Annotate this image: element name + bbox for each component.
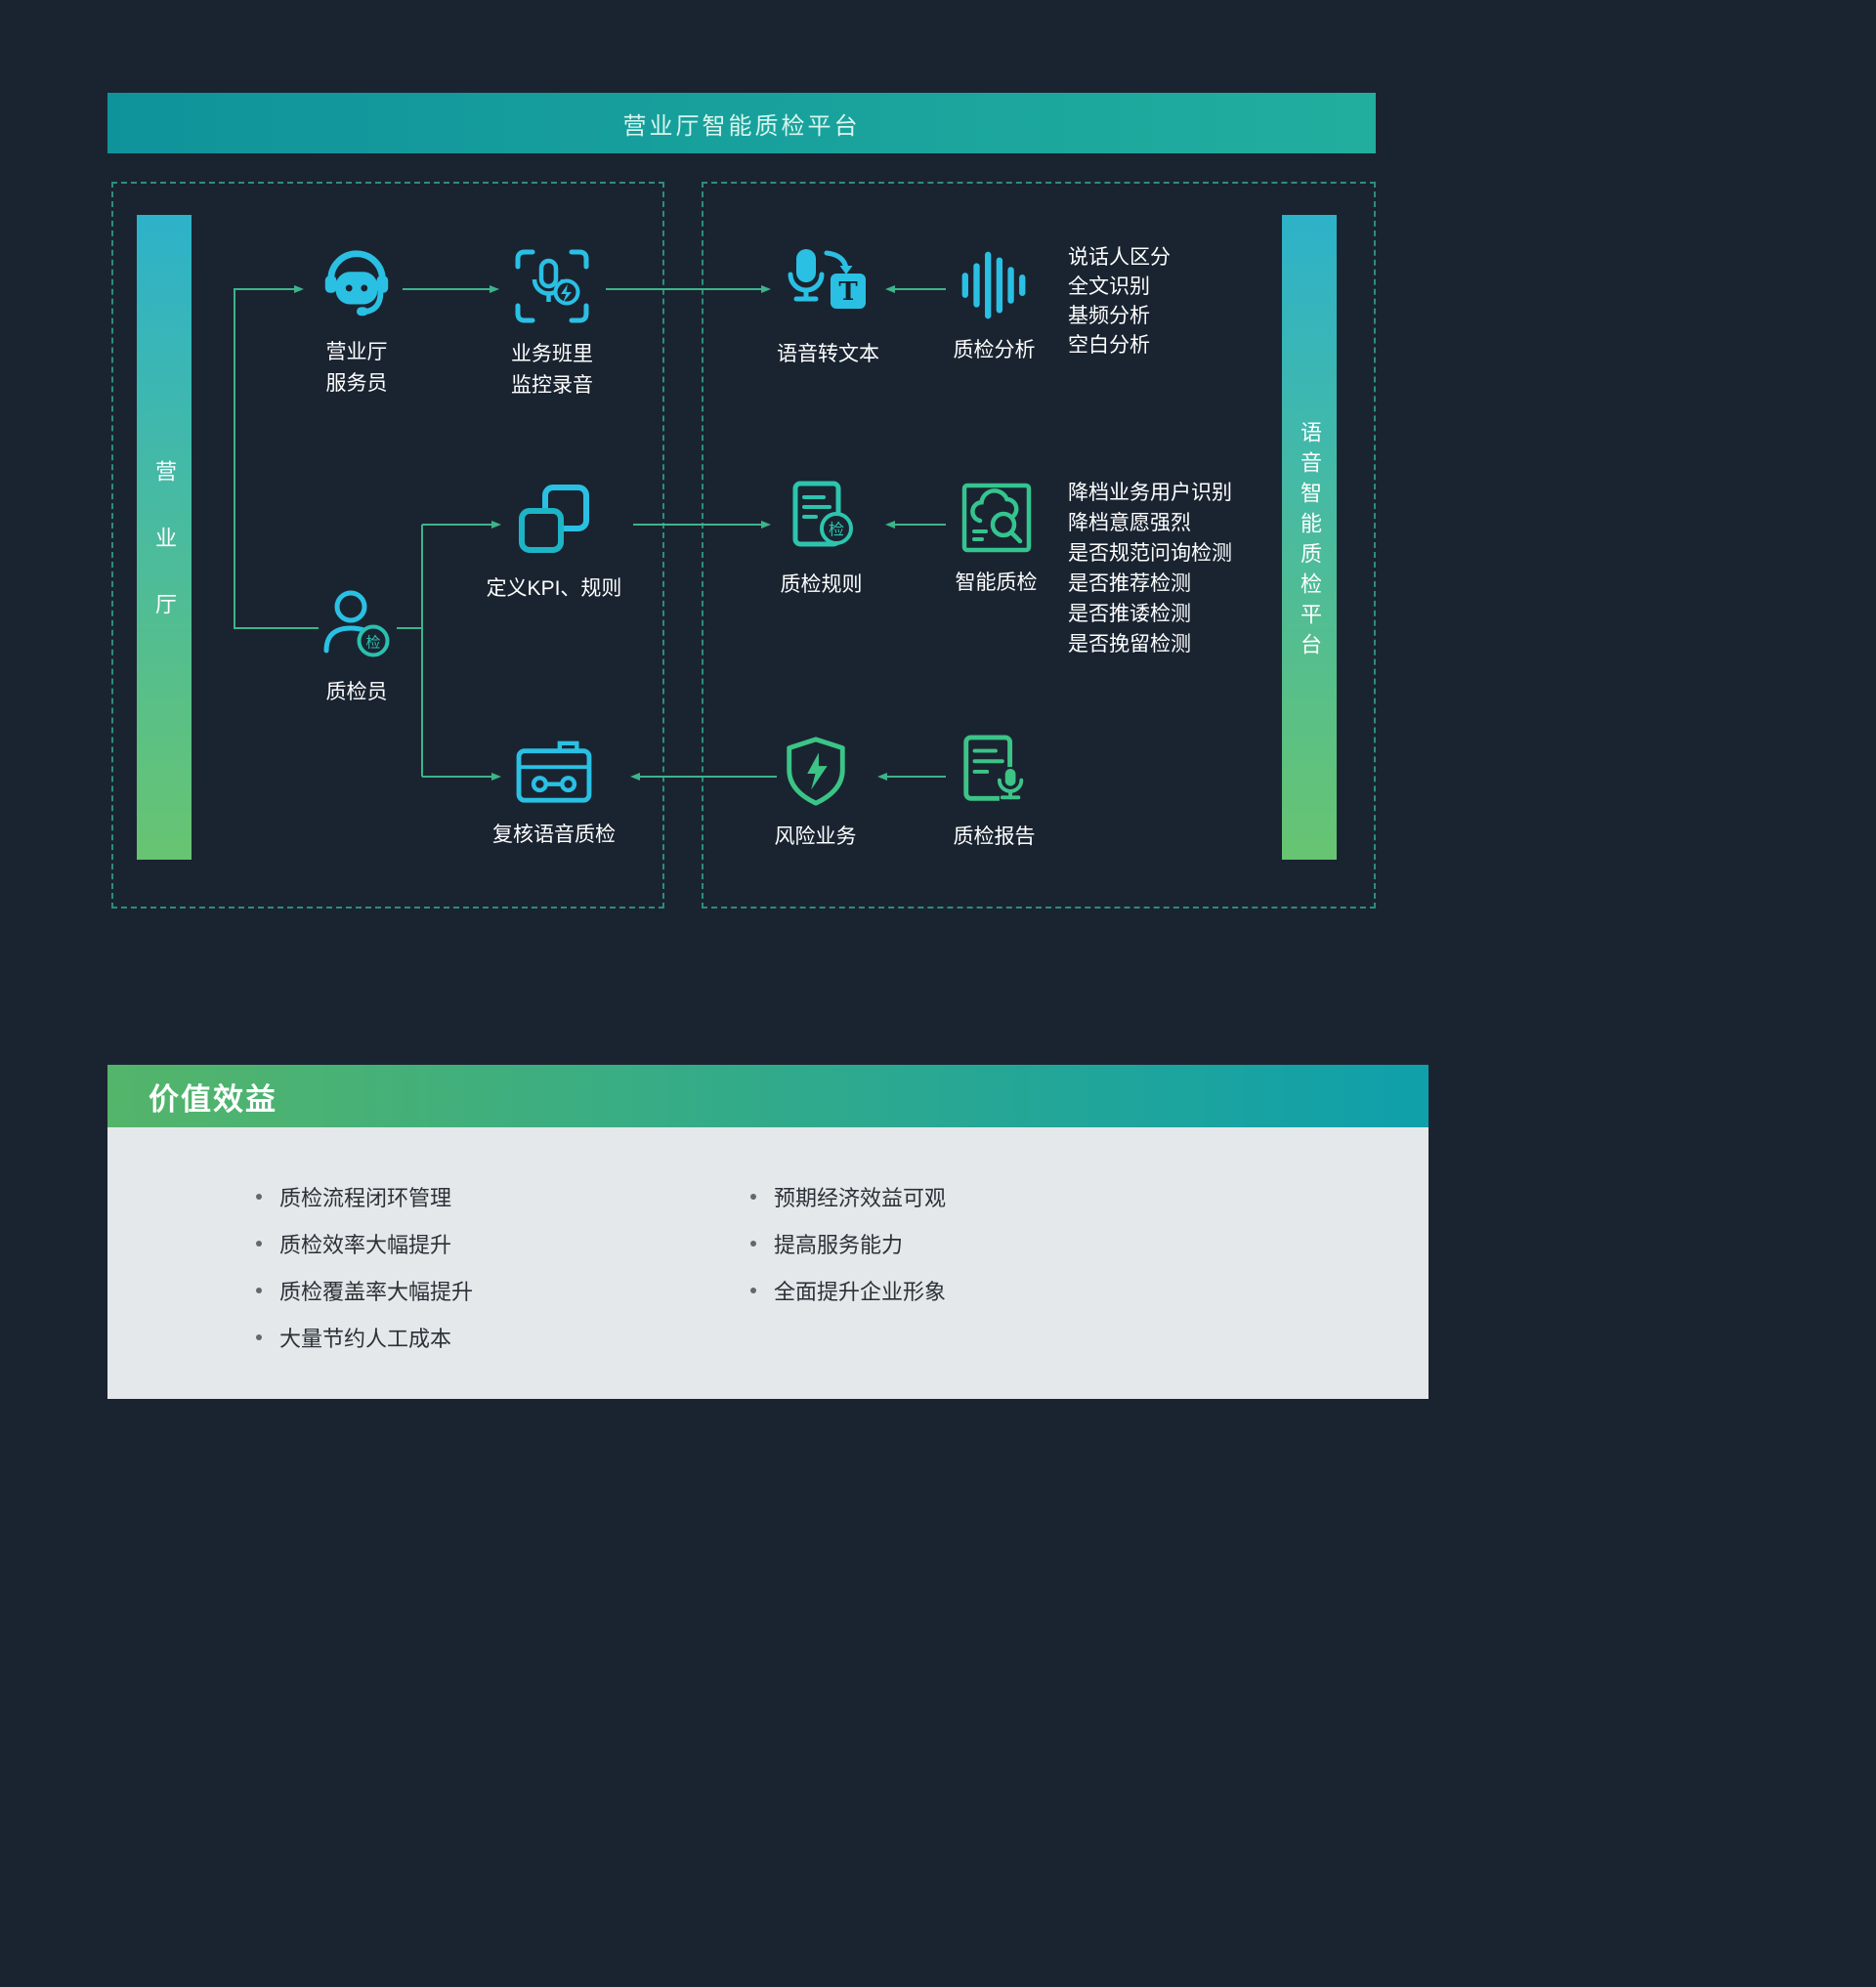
rules-badge-glyph: 检 <box>828 522 843 539</box>
feature-line: 空白分析 <box>1068 334 1150 357</box>
node-qc-rules: 检 质检规则 <box>760 479 882 601</box>
business-hall-sidebar: 营业厅 <box>137 215 192 860</box>
list-item: 质检流程闭环管理 <box>256 1184 473 1210</box>
feature-line: 是否推诿检测 <box>1068 603 1191 625</box>
report-mic-icon <box>962 735 1024 804</box>
node-review-voice-qc: 复核语音质检 <box>471 739 637 851</box>
node-quality-inspector: 检 质检员 <box>293 584 420 708</box>
benefit-text: 全面提升企业形象 <box>774 1280 947 1304</box>
smart-qc-feature-list: 降档业务用户识别 降档意愿强烈 是否规范问询检测 是否推荐检测 是否推诿检测 是… <box>1068 478 1232 659</box>
node-qc-report: 质检报告 <box>933 733 1055 853</box>
node-label-review: 复核语音质检 <box>492 824 616 846</box>
node-label-kpi: 定义KPI、规则 <box>486 577 622 600</box>
bullet-dot <box>750 1194 756 1200</box>
node-smart-qc: 智能质检 <box>935 481 1057 599</box>
inspector-person-icon: 检 <box>323 590 390 657</box>
node-label-attendant: 营业厅 服务员 <box>325 341 388 395</box>
bullet-dot <box>256 1288 262 1293</box>
feature-line: 降档业务用户识别 <box>1068 482 1232 504</box>
node-define-kpi-rules: 定义KPI、规则 <box>476 483 632 605</box>
mic-scan-frame-icon <box>515 249 589 323</box>
node-label-smart-qc: 智能质检 <box>955 571 1038 594</box>
shield-bolt-icon <box>786 737 845 806</box>
node-label-qc-report: 质检报告 <box>953 825 1036 848</box>
node-label-qc-analysis: 质检分析 <box>953 339 1036 361</box>
benefit-text: 质检效率大幅提升 <box>279 1233 452 1257</box>
benefits-header: 价值效益 <box>107 1065 1428 1127</box>
bullet-dot <box>256 1241 262 1247</box>
platform-title: 营业厅智能质检平台 <box>622 112 861 140</box>
recorder-machine-icon <box>516 740 592 803</box>
feature-line: 是否挽留检测 <box>1068 633 1191 655</box>
node-label-qc-rules: 质检规则 <box>780 573 863 596</box>
voice-qc-sidebar-label: 语音智能质检平台 <box>1298 420 1322 663</box>
node-risk-business: 风险业务 <box>754 735 876 853</box>
node-hall-attendant: 营业厅 服务员 <box>293 244 420 399</box>
mic-to-text-icon: T <box>788 249 866 309</box>
bullet-dot <box>256 1334 262 1340</box>
feature-line: 基频分析 <box>1068 305 1150 327</box>
node-monitor-recording: 业务班里 监控录音 <box>489 246 616 401</box>
node-qc-analysis: 质检分析 <box>933 248 1055 366</box>
node-label-risk: 风险业务 <box>774 825 857 848</box>
list-item: 全面提升企业形象 <box>750 1278 947 1304</box>
benefits-body: 质检流程闭环管理 质检效率大幅提升 质检覆盖率大幅提升 大量节约人工成本 预期经… <box>107 1127 1428 1399</box>
voice-qc-sidebar: 语音智能质检平台 <box>1282 215 1337 860</box>
analysis-feature-list: 说话人区分 全文识别 基频分析 空白分析 <box>1068 243 1171 360</box>
list-item: 预期经济效益可观 <box>750 1184 947 1210</box>
benefit-text: 提高服务能力 <box>774 1233 904 1257</box>
bullet-dot <box>750 1241 756 1247</box>
bullet-dot <box>750 1288 756 1293</box>
feature-line: 是否规范问询检测 <box>1068 542 1232 565</box>
list-item: 质检效率大幅提升 <box>256 1231 473 1257</box>
platform-title-banner: 营业厅智能质检平台 <box>107 93 1376 153</box>
list-item: 提高服务能力 <box>750 1231 946 1257</box>
headset-agent-icon <box>324 250 389 317</box>
node-label-speech-to-text: 语音转文本 <box>777 343 879 365</box>
node-speech-to-text: T 语音转文本 <box>762 244 894 370</box>
feature-line: 是否推荐检测 <box>1068 572 1191 595</box>
benefit-text: 大量节约人工成本 <box>279 1327 452 1351</box>
business-hall-panel <box>111 182 664 909</box>
bullet-dot <box>256 1194 262 1200</box>
benefit-text: 质检覆盖率大幅提升 <box>279 1280 474 1304</box>
waveform-icon <box>961 251 1025 319</box>
feature-line: 降档意愿强烈 <box>1068 512 1191 534</box>
benefits-title: 价值效益 <box>149 1081 277 1117</box>
benefit-text: 质检流程闭环管理 <box>279 1186 452 1210</box>
list-item: 质检覆盖率大幅提升 <box>256 1278 474 1304</box>
voice-qc-panel <box>702 182 1376 909</box>
benefits-right-column: 预期经济效益可观 提高服务能力 全面提升企业形象 <box>750 1184 946 1325</box>
document-check-icon: 检 <box>792 481 853 547</box>
feature-line: 说话人区分 <box>1068 246 1171 269</box>
business-hall-sidebar-label: 营业厅 <box>152 460 177 659</box>
list-item: 大量节约人工成本 <box>256 1325 473 1351</box>
inspector-badge-glyph: 检 <box>365 635 380 652</box>
benefits-left-column: 质检流程闭环管理 质检效率大幅提升 质检覆盖率大幅提升 大量节约人工成本 <box>256 1184 473 1372</box>
cloud-search-icon <box>961 483 1031 553</box>
benefit-text: 预期经济效益可观 <box>774 1186 947 1210</box>
node-label-recording: 业务班里 监控录音 <box>511 343 593 397</box>
feature-line: 全文识别 <box>1068 275 1150 298</box>
stacked-squares-icon <box>519 485 589 553</box>
text-glyph-t: T <box>838 277 858 307</box>
node-label-inspector: 质检员 <box>325 681 388 703</box>
